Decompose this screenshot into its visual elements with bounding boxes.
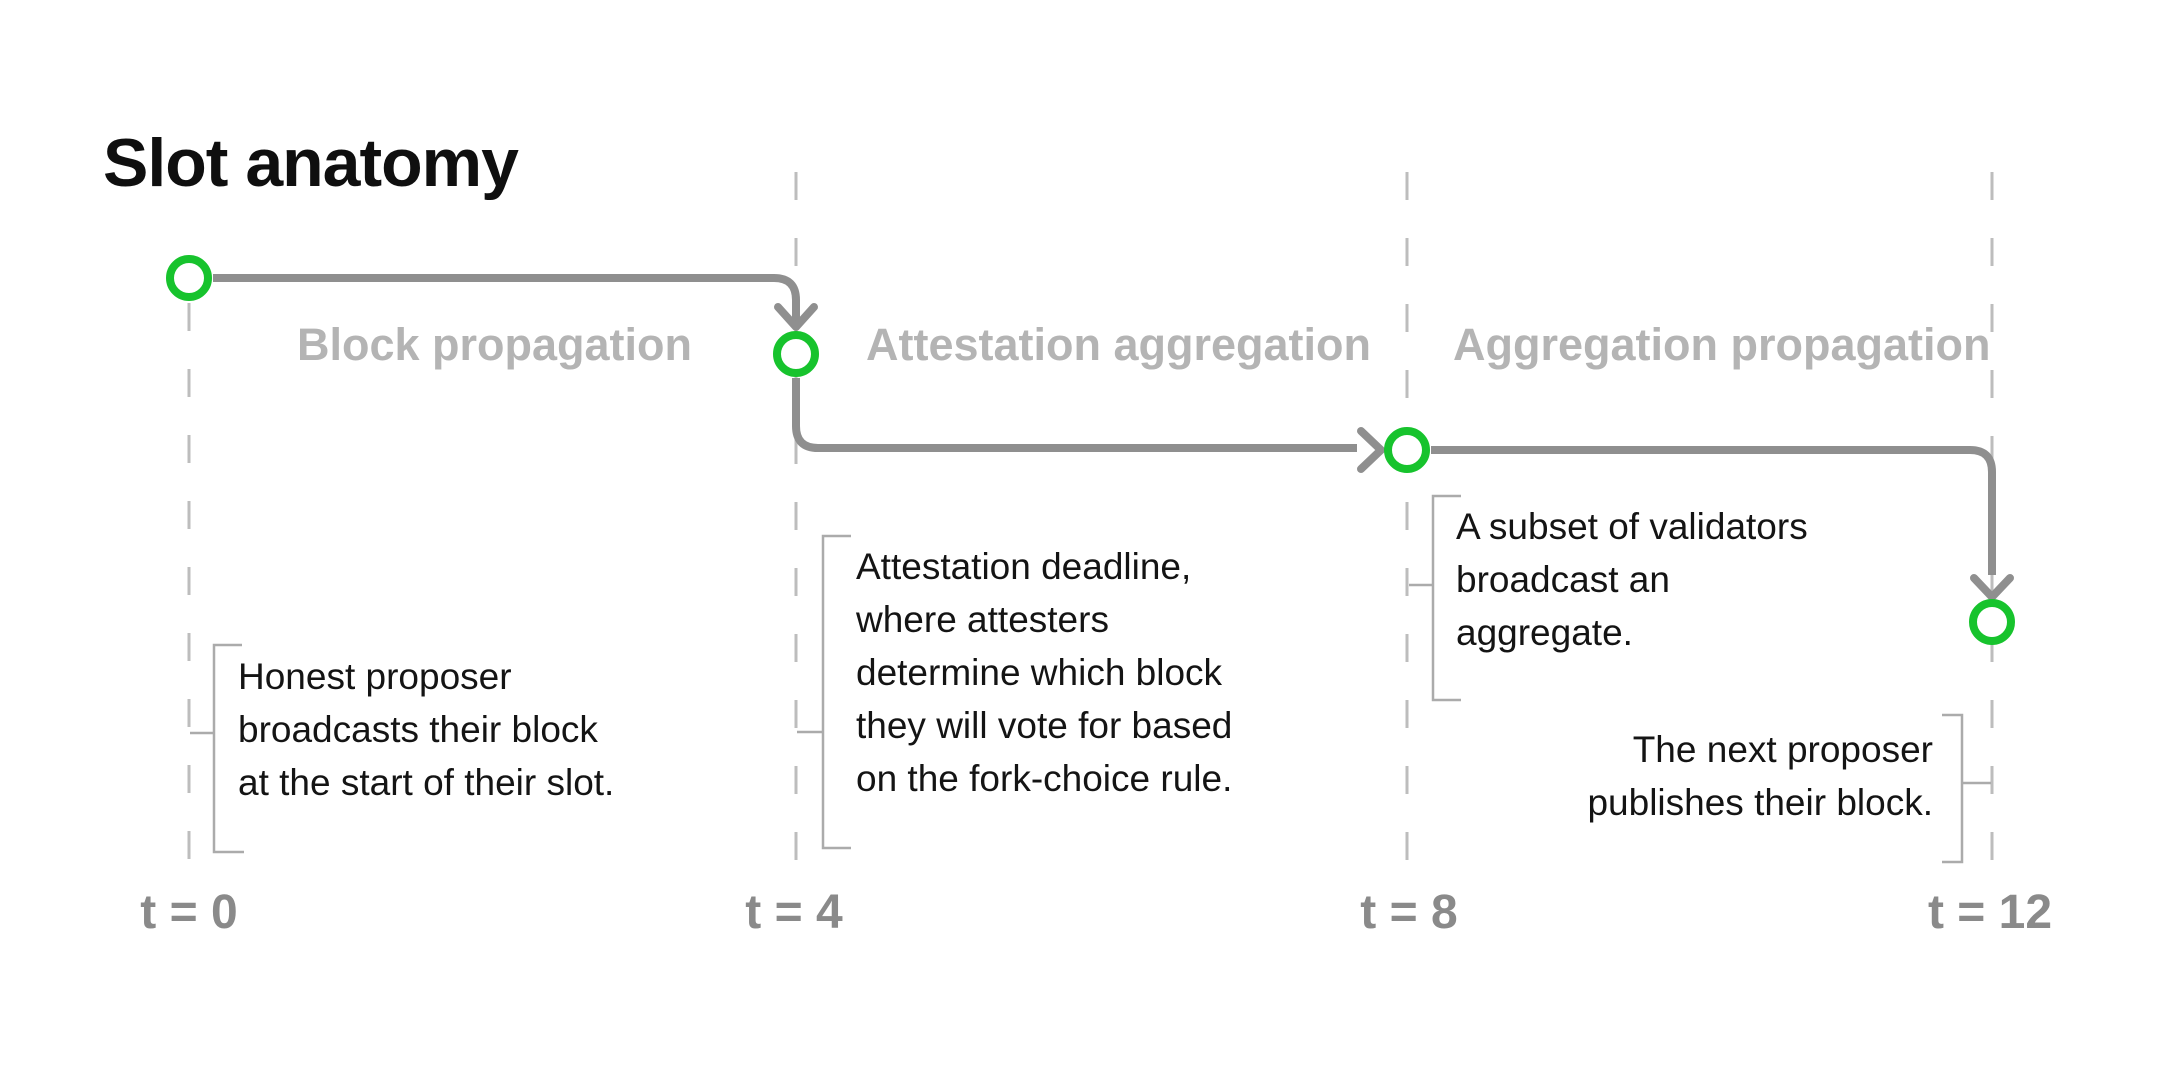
tick-label-t12: t = 12 — [1927, 886, 2053, 939]
bracket-next-proposer — [1942, 713, 1991, 864]
annotation-subset-validators: A subset of validators broadcast an aggr… — [1456, 506, 1808, 653]
marker-attestation-deadline-t4 — [773, 331, 819, 377]
flow-path — [213, 274, 2014, 601]
phase-label-block-propagation: Block propagation — [297, 319, 693, 370]
marker-aggregate-broadcast-t8 — [1384, 427, 1430, 473]
marker-next-block-t12 — [1969, 599, 2015, 645]
bracket-subset-validators — [1409, 494, 1461, 702]
tick-label-t4: t = 4 — [745, 886, 843, 939]
annotation-next-proposer: The next proposer publishes their block. — [1587, 729, 1933, 823]
tick-label-t0: t = 0 — [140, 886, 238, 939]
annotation-attestation-deadline: Attestation deadline, where attesters de… — [856, 546, 1233, 799]
marker-block-proposal-t0 — [166, 255, 212, 301]
page-title: Slot anatomy — [103, 124, 519, 201]
annotation-honest-proposer: Honest proposer broadcasts their block a… — [238, 656, 615, 803]
bracket-attestation-deadline — [797, 534, 851, 850]
bracket-honest-proposer — [190, 643, 244, 854]
arrow-right-icon — [1357, 427, 1385, 473]
flow-segment-aggregation-propagation — [1431, 446, 1996, 575]
slot-event-markers — [166, 255, 2015, 645]
annotation-brackets — [190, 494, 1991, 864]
arrow-down-icon — [1970, 574, 2014, 601]
flow-segment-block-propagation — [213, 274, 800, 322]
phase-label-attestation-aggregation: Attestation aggregation — [866, 319, 1372, 370]
flow-segment-attestation-aggregation — [792, 378, 1357, 452]
arrow-down-icon — [774, 303, 818, 331]
phase-label-aggregation-propagation: Aggregation propagation — [1453, 319, 1991, 370]
tick-label-t8: t = 8 — [1360, 886, 1458, 939]
